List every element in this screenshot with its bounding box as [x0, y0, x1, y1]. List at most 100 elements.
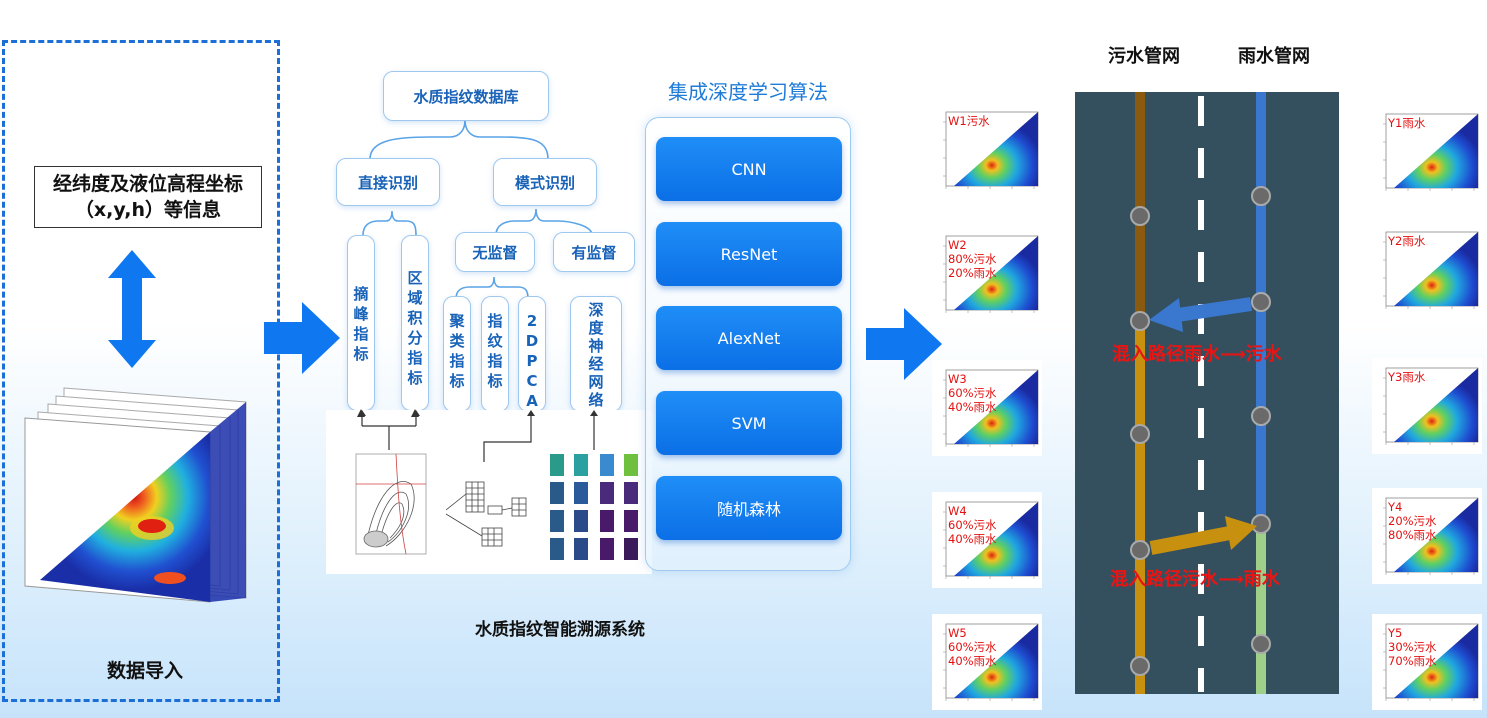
spectrum-label-line: 80%污水	[948, 252, 997, 266]
supervised-label: 有监督	[571, 243, 617, 262]
eem-spectra-stack-icon	[24, 387, 247, 603]
spectrum-label: Y3雨水	[1388, 370, 1425, 384]
spectrum-label-line: 70%雨水	[1388, 654, 1437, 668]
spectrum-label-line: 20%污水	[1388, 514, 1437, 528]
fingerprint-database-label: 水质指纹数据库	[413, 87, 519, 106]
tree-connectors	[362, 120, 593, 300]
spectrum-label: Y1雨水	[1388, 116, 1425, 130]
spectrum-label-line: Y1雨水	[1388, 116, 1426, 130]
algorithm-svm: SVM	[656, 391, 842, 455]
pipe-network-diagram	[1075, 92, 1339, 694]
spectrum-label-line: W5	[948, 626, 967, 640]
rain-spectrum-3: Y3雨水	[1372, 358, 1482, 454]
fingerprint-database-node: 水质指纹数据库	[383, 71, 549, 121]
algorithm-random-forest: 随机森林	[656, 476, 842, 540]
spectrum-label-line: 60%污水	[948, 640, 997, 654]
spectrum-label-line: 60%污水	[948, 518, 997, 532]
sewage-manhole	[1130, 206, 1150, 226]
connector-arrows	[357, 409, 419, 417]
eem-spectrum-plot	[1383, 497, 1479, 575]
rain-spectrum-1: Y1雨水	[1372, 104, 1482, 200]
spectrum-label-line: W2	[948, 238, 967, 252]
spectrum-label-line: 30%污水	[1388, 640, 1437, 654]
eem-spectrum-plot	[1383, 231, 1479, 309]
pattern-recognition-label: 模式识别	[514, 173, 575, 192]
spectrum-label-line: W1污水	[948, 114, 990, 128]
sewage-network-header: 污水管网	[1108, 46, 1180, 67]
sewage-to-rain-arrowhead-icon	[1225, 516, 1257, 550]
eem-spectrum-plot	[1383, 113, 1479, 191]
analysis-figures	[355, 410, 638, 560]
rain-network-header: 雨水管网	[1238, 46, 1310, 67]
algorithm-title: 集成深度学习算法	[668, 80, 828, 104]
coordinate-info-box: 经纬度及液位高程坐标 （x,y,h）等信息	[34, 166, 262, 228]
algorithm-alexnet: AlexNet	[656, 306, 842, 370]
pipe-network-svg	[1130, 92, 1271, 694]
spectrum-label: W1污水	[948, 114, 990, 128]
spectrum-label-line: 80%雨水	[1388, 528, 1437, 542]
coordinate-line-2: （x,y,h）等信息	[74, 199, 222, 221]
algorithm-resnet: ResNet	[656, 222, 842, 286]
sewage-pipe-lower	[1135, 322, 1145, 694]
arrow-right-icon	[264, 302, 340, 374]
eem-spectrum-plot	[943, 623, 1039, 701]
unsupervised-label: 无监督	[472, 243, 518, 262]
coordinate-line-1: 经纬度及液位高程坐标	[52, 173, 243, 195]
supervised-node: 有监督	[553, 232, 635, 272]
eem-spectrum-plot	[943, 501, 1039, 579]
sewage-to-rain-arrow-shaft	[1149, 525, 1237, 555]
sewage-spectrum-1: W1污水	[932, 102, 1042, 198]
spectrum-label-line: 40%雨水	[948, 654, 997, 668]
double-arrow-icon	[108, 250, 156, 368]
arrow-right-icon	[866, 308, 942, 380]
sewage-manhole	[1130, 540, 1150, 560]
rain-manhole	[1251, 514, 1271, 534]
eem-spectrum-plot	[1383, 623, 1479, 701]
sewage-manhole	[1130, 311, 1150, 331]
sewage-manhole	[1130, 656, 1150, 676]
spectrum-label-line: 20%雨水	[948, 266, 997, 280]
mix-path-sewage-to-rain: 混入路径污水⟶雨水	[1110, 569, 1280, 590]
pattern-recognition-node: 模式识别	[493, 158, 597, 206]
eem-spectrum-plot	[943, 235, 1039, 313]
rain-pipe-lower	[1256, 532, 1266, 694]
region-integral-index-node: 区域积分指标区域积分指标	[401, 235, 429, 411]
rain-manhole	[1251, 634, 1271, 654]
eem-spectrum-plot	[943, 369, 1039, 447]
rain-to-sewage-arrow-shaft	[1169, 297, 1253, 323]
direct-recognition-label: 直接识别	[357, 173, 418, 192]
system-title: 水质指纹智能溯源系统	[475, 620, 645, 640]
rain-spectrum-2: Y2雨水	[1372, 222, 1482, 318]
spectrum-label-line: W4	[948, 504, 967, 518]
spectrum-label-line: 60%污水	[948, 386, 997, 400]
spectrum-label-line: 40%雨水	[948, 400, 997, 414]
mix-path-rain-to-sewage: 混入路径雨水⟶污水	[1112, 344, 1282, 365]
eem-spectrum-plot	[943, 111, 1039, 189]
spectrum-label-line: Y5	[1388, 626, 1403, 640]
peak-index-node: 摘峰指标摘峰指标	[347, 235, 375, 411]
unsupervised-node: 无监督	[455, 232, 535, 272]
cluster-index-node: 聚类指标聚类指标	[443, 296, 471, 412]
spectrum-label: Y2雨水	[1388, 234, 1425, 248]
sewage-manhole	[1130, 424, 1150, 444]
eem-spectrum-plot	[1383, 367, 1479, 445]
rain-manhole	[1251, 292, 1271, 312]
direct-recognition-node: 直接识别	[336, 158, 440, 206]
rain-to-sewage-arrowhead-icon	[1149, 298, 1183, 332]
algorithm-cnn: CNN	[656, 137, 842, 201]
spectrum-label-line: 40%雨水	[948, 532, 997, 546]
spectrum-label-line: W3	[948, 372, 967, 386]
spectrum-label-line: Y2雨水	[1388, 234, 1426, 248]
rain-manhole	[1251, 406, 1271, 426]
rain-manhole	[1251, 186, 1271, 206]
